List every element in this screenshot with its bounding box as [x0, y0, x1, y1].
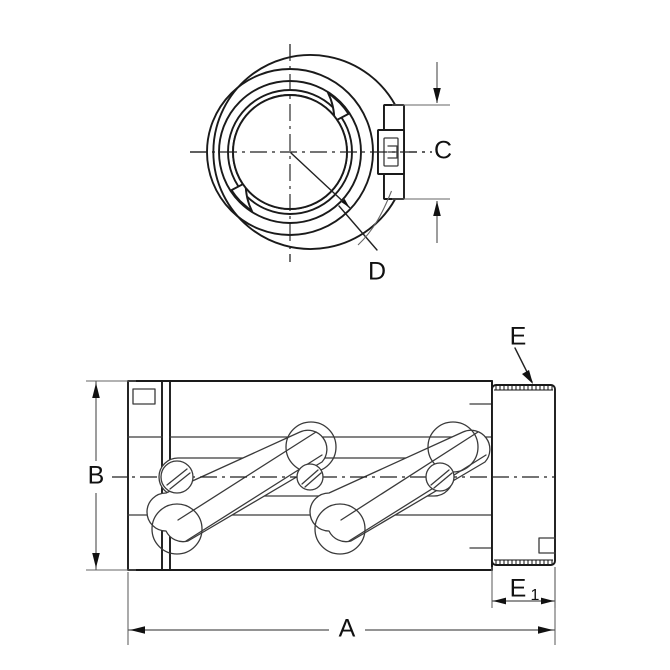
retaining-screw-right-slot-b — [433, 472, 453, 489]
dimension-label-E1: E — [510, 575, 527, 603]
a-label-backing — [329, 613, 365, 647]
ball-track-1 — [146, 429, 328, 543]
e-leader-arrowhead — [522, 370, 533, 384]
side-view-screw-group — [160, 460, 455, 494]
retaining-screw-right-slot-a — [430, 469, 450, 486]
b-arrowhead-top — [92, 383, 100, 398]
retaining-screw-left — [160, 460, 194, 494]
retaining-screw-left-slot-a — [166, 468, 188, 486]
retaining-screw-middle-slot-b — [304, 472, 322, 488]
a-arrowhead-right — [538, 626, 553, 634]
e1-arrowhead-left — [493, 597, 506, 605]
end-cap-top-hatch — [495, 386, 553, 390]
ball-track-1-top-line — [177, 431, 317, 521]
e1-arrowhead-right — [541, 597, 554, 605]
d-leader-tail — [338, 205, 378, 251]
end-view-slot-upper-right — [326, 91, 350, 123]
dimension-label-D: D — [368, 258, 386, 286]
d-extension-arc — [357, 190, 393, 246]
side-view-end-cap — [491, 384, 556, 566]
dimension-label-A: A — [339, 615, 356, 643]
dimension-label-C: C — [434, 137, 452, 165]
ball-track-2-start-circle — [314, 503, 366, 555]
b-arrowhead-bottom — [92, 553, 100, 568]
ball-track-2 — [309, 429, 491, 543]
dimension-label-E1-subscript: 1 — [531, 587, 540, 604]
c-arrowhead-top — [433, 88, 441, 103]
end-cap-notch — [538, 537, 556, 554]
retaining-screw-left-slot-b — [169, 472, 191, 490]
dimension-label-E: E — [510, 323, 527, 351]
end-view-group: D C — [190, 44, 452, 286]
side-view-end-cap-group — [491, 384, 556, 566]
retaining-screw-middle-slot-a — [301, 469, 319, 485]
retaining-screw-right — [425, 462, 455, 492]
side-view-left-keyway-notch — [132, 388, 156, 405]
d-radius-arrowhead — [341, 198, 350, 208]
ball-track-2-top-line — [340, 431, 479, 521]
d-radius-line — [290, 152, 351, 209]
end-cap-bottom-hatch — [495, 560, 553, 564]
c-arrowhead-bottom — [433, 201, 441, 216]
side-view-group: E B A E 1 — [80, 323, 560, 647]
ball-track-1-start-circle — [151, 503, 203, 555]
ball-track-2-bottom-line — [348, 454, 487, 542]
b-label-backing — [80, 461, 112, 493]
dimension-label-B: B — [88, 462, 105, 490]
retaining-screw-middle — [296, 463, 324, 491]
a-arrowhead-left — [130, 626, 145, 634]
end-view-slot-lower-left — [230, 181, 254, 213]
